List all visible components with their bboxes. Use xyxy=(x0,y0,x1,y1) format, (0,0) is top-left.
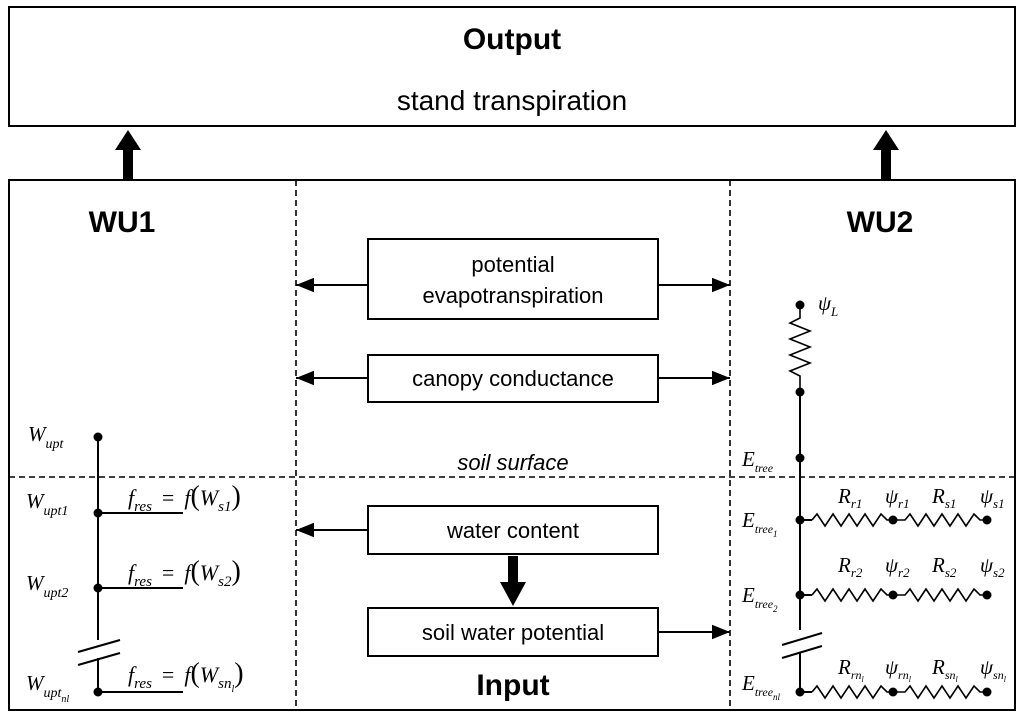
wu2-up-arrow xyxy=(873,130,899,180)
wu2-row-3 xyxy=(800,684,992,700)
e-tree-1-label: Etree1 xyxy=(741,508,778,539)
psir1-label: ψr1 xyxy=(885,484,910,511)
potential-evapotranspiration-box xyxy=(367,238,659,320)
output-box xyxy=(8,6,1016,127)
rs2-label: Rs2 xyxy=(931,553,957,580)
w-upt1-label: Wupt1 xyxy=(26,489,68,519)
e-tree-2-label: Etree2 xyxy=(741,583,778,614)
potential-label-2: evapotranspiration xyxy=(422,283,603,308)
w-upt2-label: Wupt2 xyxy=(26,571,68,601)
soil-surface-label: soil surface xyxy=(457,450,568,475)
rr1-label: Rr1 xyxy=(837,484,862,511)
fres-eq-2: fres=f(Ws2) xyxy=(128,556,241,590)
soil-water-potential-label: soil water potential xyxy=(422,620,604,645)
wu2-schematic xyxy=(781,300,992,700)
fres-eq-3: fres=f(Wsnl) xyxy=(128,658,244,695)
psi-L-label: ψL xyxy=(818,291,838,319)
rs1-label: Rs1 xyxy=(931,484,956,511)
wu2-title: WU2 xyxy=(847,206,914,239)
wu1-title: WU1 xyxy=(89,206,156,239)
psis1-label: ψs1 xyxy=(980,484,1005,511)
psis2-label: ψs2 xyxy=(980,553,1005,580)
potential-label-1: potential xyxy=(471,252,554,277)
canopy-label: canopy conductance xyxy=(412,366,614,391)
fres-eq-1: fres=f(Ws1) xyxy=(128,481,241,515)
w-uptnl-label: Wuptnl xyxy=(26,671,69,705)
psirnl-label: ψrnl xyxy=(885,655,912,684)
psisnl-label: ψsnl xyxy=(980,655,1007,684)
water-content-label: water content xyxy=(446,518,579,543)
e-tree-label: Etree xyxy=(741,447,774,475)
water-content-box xyxy=(367,505,659,555)
psir2-label: ψr2 xyxy=(885,553,910,580)
w-upt-label: Wupt xyxy=(28,422,65,452)
wu2-row-1 xyxy=(800,512,992,528)
soil-water-potential-box xyxy=(367,607,659,657)
output-title: Output xyxy=(463,23,561,56)
rr2-label: Rr2 xyxy=(837,553,863,580)
output-subtitle: stand transpiration xyxy=(397,85,627,116)
wu1-schematic xyxy=(77,432,183,697)
wu2-row-2 xyxy=(800,587,992,603)
e-tree-nl-label: Etreenl xyxy=(741,671,781,702)
rsnl-label: Rsnl xyxy=(931,655,959,684)
input-label: Input xyxy=(476,669,549,702)
rrnl-label: Rrnl xyxy=(837,655,865,684)
water-content-down-arrow xyxy=(500,556,526,606)
wu1-up-arrow xyxy=(115,130,141,180)
